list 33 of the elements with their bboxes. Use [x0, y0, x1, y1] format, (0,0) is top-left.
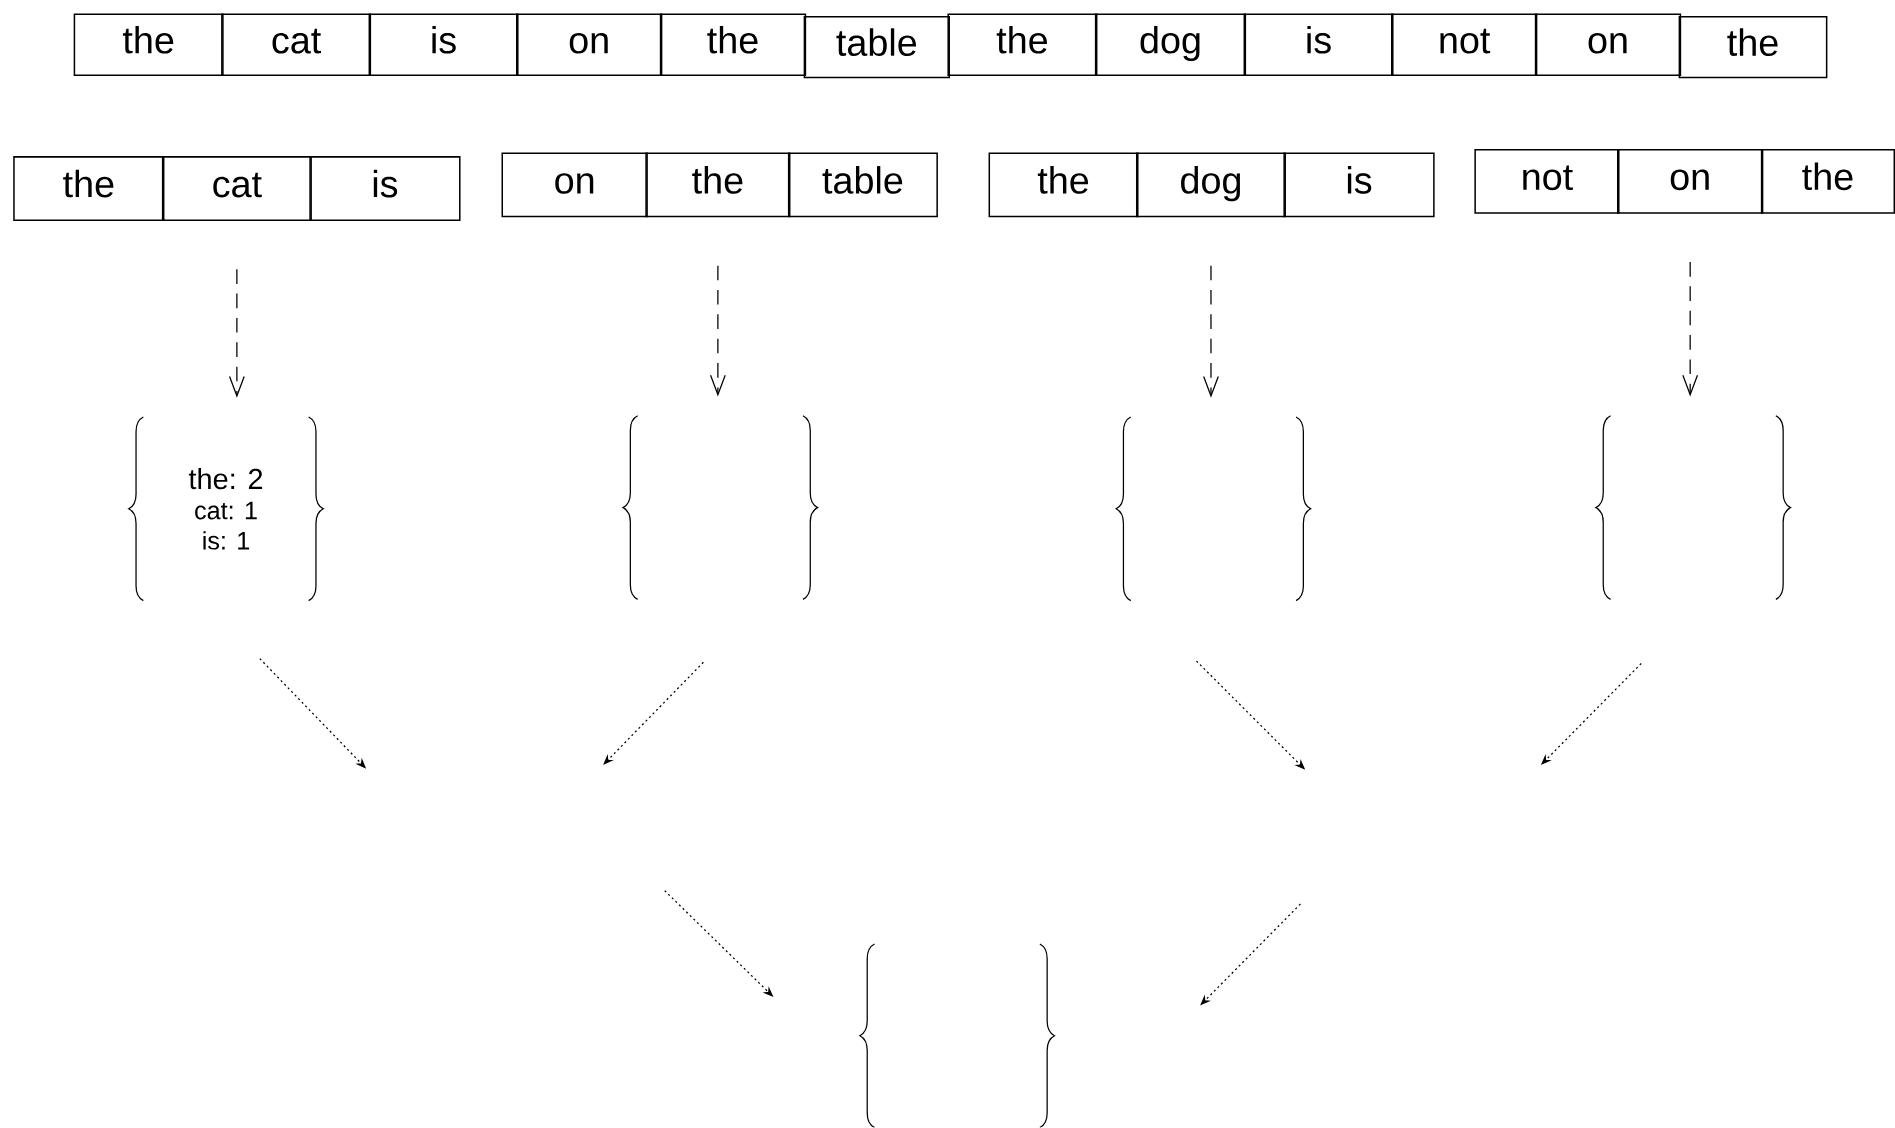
- word-cell: the: [659, 13, 807, 77]
- arrow: [709, 265, 726, 397]
- word-cell: the: [1678, 16, 1828, 79]
- word-cell: on: [501, 152, 648, 218]
- word-cell: table: [803, 16, 950, 79]
- dictionary-braces: [1595, 415, 1792, 601]
- word-cell: on: [516, 13, 663, 77]
- word-cell: is: [1243, 13, 1394, 77]
- word-cell: dog: [1136, 152, 1286, 218]
- word-cell: is: [1283, 152, 1435, 218]
- arrow: [1203, 265, 1219, 398]
- word-cell: the: [73, 13, 224, 77]
- word-cell: cat: [221, 13, 372, 77]
- word-cell: is: [309, 156, 461, 222]
- word-cell: on: [1534, 13, 1682, 77]
- word-cell: the: [645, 152, 791, 218]
- word-cell: not: [1391, 13, 1538, 77]
- word-cell: dog: [1094, 13, 1247, 77]
- dictionary-braces: [859, 943, 1056, 1128]
- arrow: [228, 268, 245, 398]
- word-cell: the: [988, 152, 1139, 218]
- word-cell: is: [368, 13, 519, 77]
- word-count-dictionary: the: 2 cat: 1 is: 1: [128, 416, 324, 602]
- word-cell: on: [1617, 149, 1764, 214]
- word-cell: not: [1474, 149, 1620, 214]
- word-cell: the: [947, 13, 1098, 77]
- dictionary-braces: [1115, 416, 1312, 602]
- word-cell: table: [787, 152, 938, 218]
- word-cell: the: [13, 156, 165, 222]
- word-cell: cat: [161, 156, 312, 222]
- word-cell: the: [1760, 149, 1895, 214]
- arrow: [1682, 261, 1699, 397]
- dictionary-braces: [622, 415, 819, 601]
